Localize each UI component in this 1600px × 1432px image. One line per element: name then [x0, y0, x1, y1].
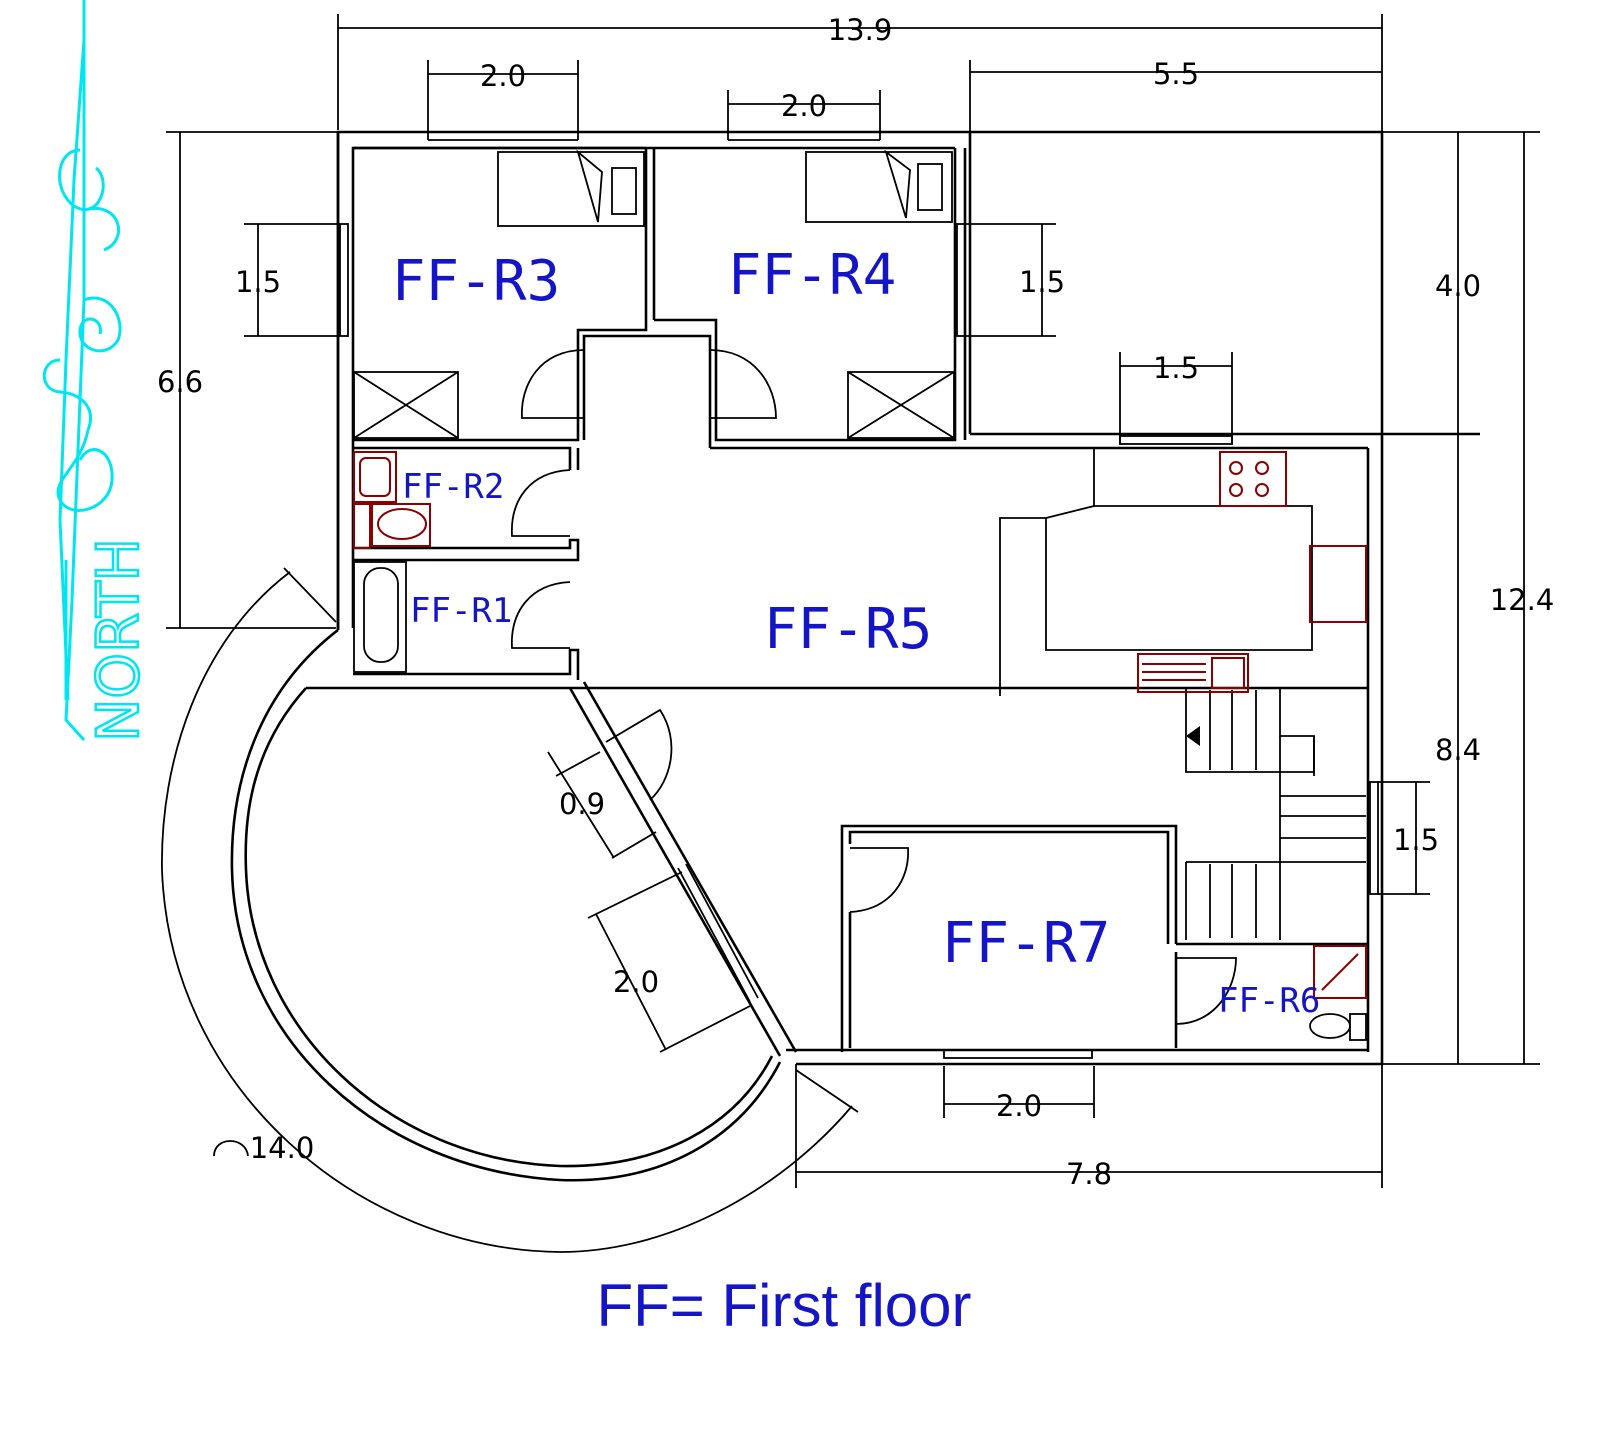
dim-window-r3: 2.0	[480, 59, 526, 93]
dim-total-height: 12.4	[1490, 583, 1555, 617]
dim-arc-length: 14.0	[250, 1131, 315, 1165]
dim-window-r4-right: 1.5	[1019, 265, 1065, 299]
dim-overall-width: 13.9	[828, 13, 893, 47]
room-label-r4: FF-R4	[728, 243, 897, 308]
room-labels: FF-R3 FF-R4 FF-R2 FF-R1 FF-R5 FF-R7 FF-R…	[392, 243, 1321, 1021]
dim-right-upper-height: 4.0	[1435, 269, 1481, 303]
dim-kitchen-window: 1.5	[1153, 351, 1199, 385]
dim-right-top-width: 5.5	[1153, 57, 1199, 91]
room-label-r2: FF-R2	[402, 467, 504, 507]
room-label-r6: FF-R6	[1218, 981, 1320, 1021]
doors	[511, 349, 1237, 1025]
room-label-r1: FF-R1	[410, 591, 512, 631]
north-arrow: NORTH	[42, 0, 153, 743]
dimension-lines	[161, 14, 1540, 1253]
dim-curved-window: 2.0	[613, 965, 659, 999]
dim-window-r4: 2.0	[781, 89, 827, 123]
dim-door-width: 0.9	[559, 787, 605, 821]
room-label-r5: FF-R5	[764, 597, 933, 662]
plan-caption: FF= First floor	[596, 1272, 971, 1339]
dim-right-lower-height: 8.4	[1435, 733, 1481, 767]
furniture	[353, 149, 1366, 940]
walls	[230, 130, 1480, 1182]
dim-bottom-window: 2.0	[996, 1089, 1042, 1123]
dim-stair-window: 1.5	[1393, 823, 1439, 857]
room-label-r7: FF-R7	[942, 911, 1111, 976]
dim-left-height: 6.6	[157, 365, 203, 399]
room-label-r3: FF-R3	[392, 249, 561, 314]
dim-window-left: 1.5	[235, 265, 281, 299]
dimension-labels: 13.9 5.5 2.0 2.0 1.5 1.5 4.0 1.5 6.6 12.…	[157, 13, 1554, 1191]
north-label: NORTH	[84, 538, 152, 742]
dim-bottom-width: 7.8	[1066, 1157, 1112, 1191]
fixtures	[353, 451, 1367, 1041]
